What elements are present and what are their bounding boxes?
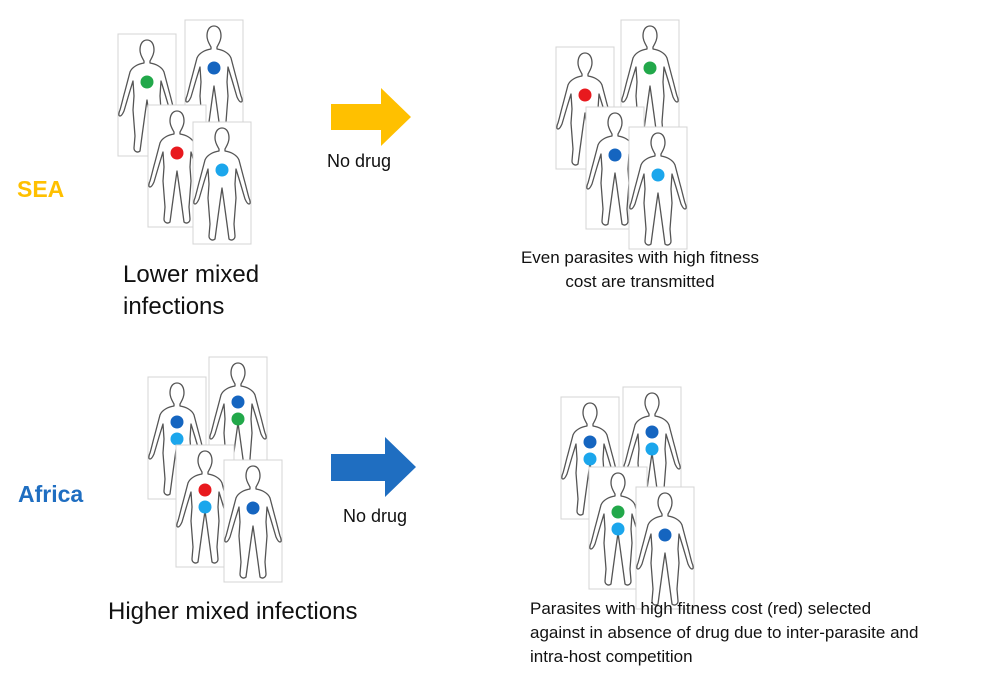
parasite-dot-red	[170, 146, 184, 160]
africa-right-caption-line3: intra-host competition	[530, 647, 693, 666]
parasite-dot-dark-blue	[231, 395, 245, 409]
sea-left-caption: Lower mixed infections	[123, 259, 259, 323]
figure-group-sea-after	[555, 19, 688, 250]
human-figure	[628, 126, 688, 250]
sea-arrow-label: No drug	[327, 151, 392, 171]
parasite-dot-dark-blue	[170, 415, 184, 429]
africa-right-caption-line2: against in absence of drug due to inter-…	[530, 623, 919, 642]
parasite-dot-dark-blue	[246, 501, 260, 515]
region-label-sea: SEA	[17, 176, 65, 202]
human-figure	[117, 33, 177, 157]
africa-arrow-label: No drug	[343, 506, 408, 526]
parasite-dot-dark-blue	[658, 528, 672, 542]
sea-left-caption-line2: infections	[123, 293, 225, 320]
parasite-dot-green	[231, 412, 245, 426]
sea-arrow	[331, 88, 411, 146]
parasite-dot-green	[643, 61, 657, 75]
africa-right-caption: Parasites with high fitness cost (red) s…	[530, 597, 990, 669]
parasite-dot-green	[611, 505, 625, 519]
sea-right-caption: Even parasites with high fitness cost ar…	[500, 246, 780, 294]
parasite-dot-light-blue	[651, 168, 665, 182]
parasite-dot-light-blue	[215, 163, 229, 177]
parasite-dot-green	[140, 75, 154, 89]
parasite-dot-dark-blue	[207, 61, 221, 75]
sea-right-caption-line1: Even parasites with high fitness	[520, 248, 760, 267]
sea-left-caption-line1: Lower mixed	[123, 261, 260, 288]
human-figure	[635, 486, 695, 610]
parasite-dot-light-blue	[645, 442, 659, 456]
parasite-dot-dark-blue	[583, 435, 597, 449]
parasite-dot-light-blue	[170, 432, 184, 446]
parasite-dot-dark-blue	[645, 425, 659, 439]
africa-arrow	[331, 437, 416, 497]
region-label-africa: Africa	[18, 481, 84, 507]
parasite-dot-light-blue	[583, 452, 597, 466]
figure-group-africa-before	[147, 356, 283, 583]
parasite-dot-red	[198, 483, 212, 497]
parasite-dot-light-blue	[611, 522, 625, 536]
parasite-dot-light-blue	[198, 500, 212, 514]
sea-right-caption-line2: cost are transmitted	[565, 272, 715, 291]
human-figures-layer	[117, 19, 695, 610]
parasite-dot-dark-blue	[608, 148, 622, 162]
human-figure	[223, 459, 283, 583]
africa-right-caption-line1: Parasites with high fitness cost (red) s…	[530, 599, 872, 618]
figure-group-sea-before	[117, 19, 252, 245]
figure-group-africa-after	[560, 386, 695, 610]
africa-left-caption: Higher mixed infections	[108, 598, 358, 625]
human-figure	[192, 121, 252, 245]
parasite-dot-red	[578, 88, 592, 102]
